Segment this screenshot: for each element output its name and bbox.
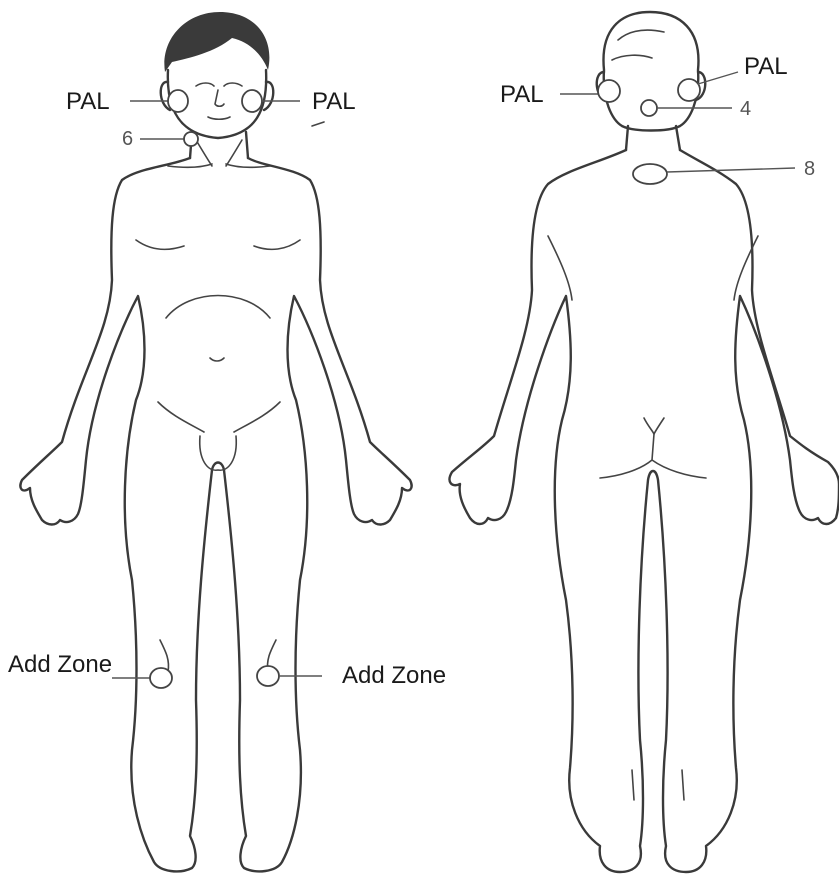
back-hair-lines [612, 30, 664, 60]
front-mouth [208, 117, 230, 119]
label-front-knee-right: Add Zone [342, 662, 446, 689]
front-eye-right [224, 83, 242, 86]
front-chest [136, 240, 300, 249]
marker-front-knee-right: Add Zone [257, 662, 446, 689]
back-arm-crease-left [548, 236, 572, 300]
front-eye-left [196, 83, 214, 86]
label-front-ear-left: PAL [66, 88, 110, 115]
front-ribcage [166, 296, 270, 319]
front-neck-muscles [196, 140, 242, 166]
front-groin-lines [158, 402, 280, 432]
label-back-ear-right: PAL [744, 53, 788, 80]
back-heel-lines [632, 770, 684, 800]
front-nose [215, 90, 224, 106]
label-front-neck: 6 [122, 128, 133, 150]
marker-back-ear-right: PAL [678, 53, 788, 101]
label-back-upper: 8 [804, 158, 815, 180]
back-spine-top [644, 418, 664, 434]
label-front-ear-right: PAL [312, 88, 356, 115]
marker-front-ear-right: PAL [242, 88, 356, 126]
label-back-ear-left: PAL [500, 81, 544, 108]
front-hair [164, 12, 269, 72]
label-front-knee-left: Add Zone [8, 651, 112, 678]
front-figure [20, 12, 411, 871]
front-collarbones [168, 164, 270, 167]
back-arm-crease-right [734, 236, 758, 300]
label-back-neck: 4 [740, 98, 751, 120]
front-genitals [200, 436, 237, 470]
marker-back-upper: 8 [633, 158, 815, 184]
marker-front-knee-left: Add Zone [8, 651, 172, 688]
back-figure [450, 12, 839, 872]
back-body-outline [450, 150, 839, 872]
front-navel [210, 358, 224, 361]
marker-back-ear-left: PAL [500, 80, 620, 108]
front-body-outline [20, 158, 411, 871]
marker-front-neck: 6 [122, 128, 198, 150]
